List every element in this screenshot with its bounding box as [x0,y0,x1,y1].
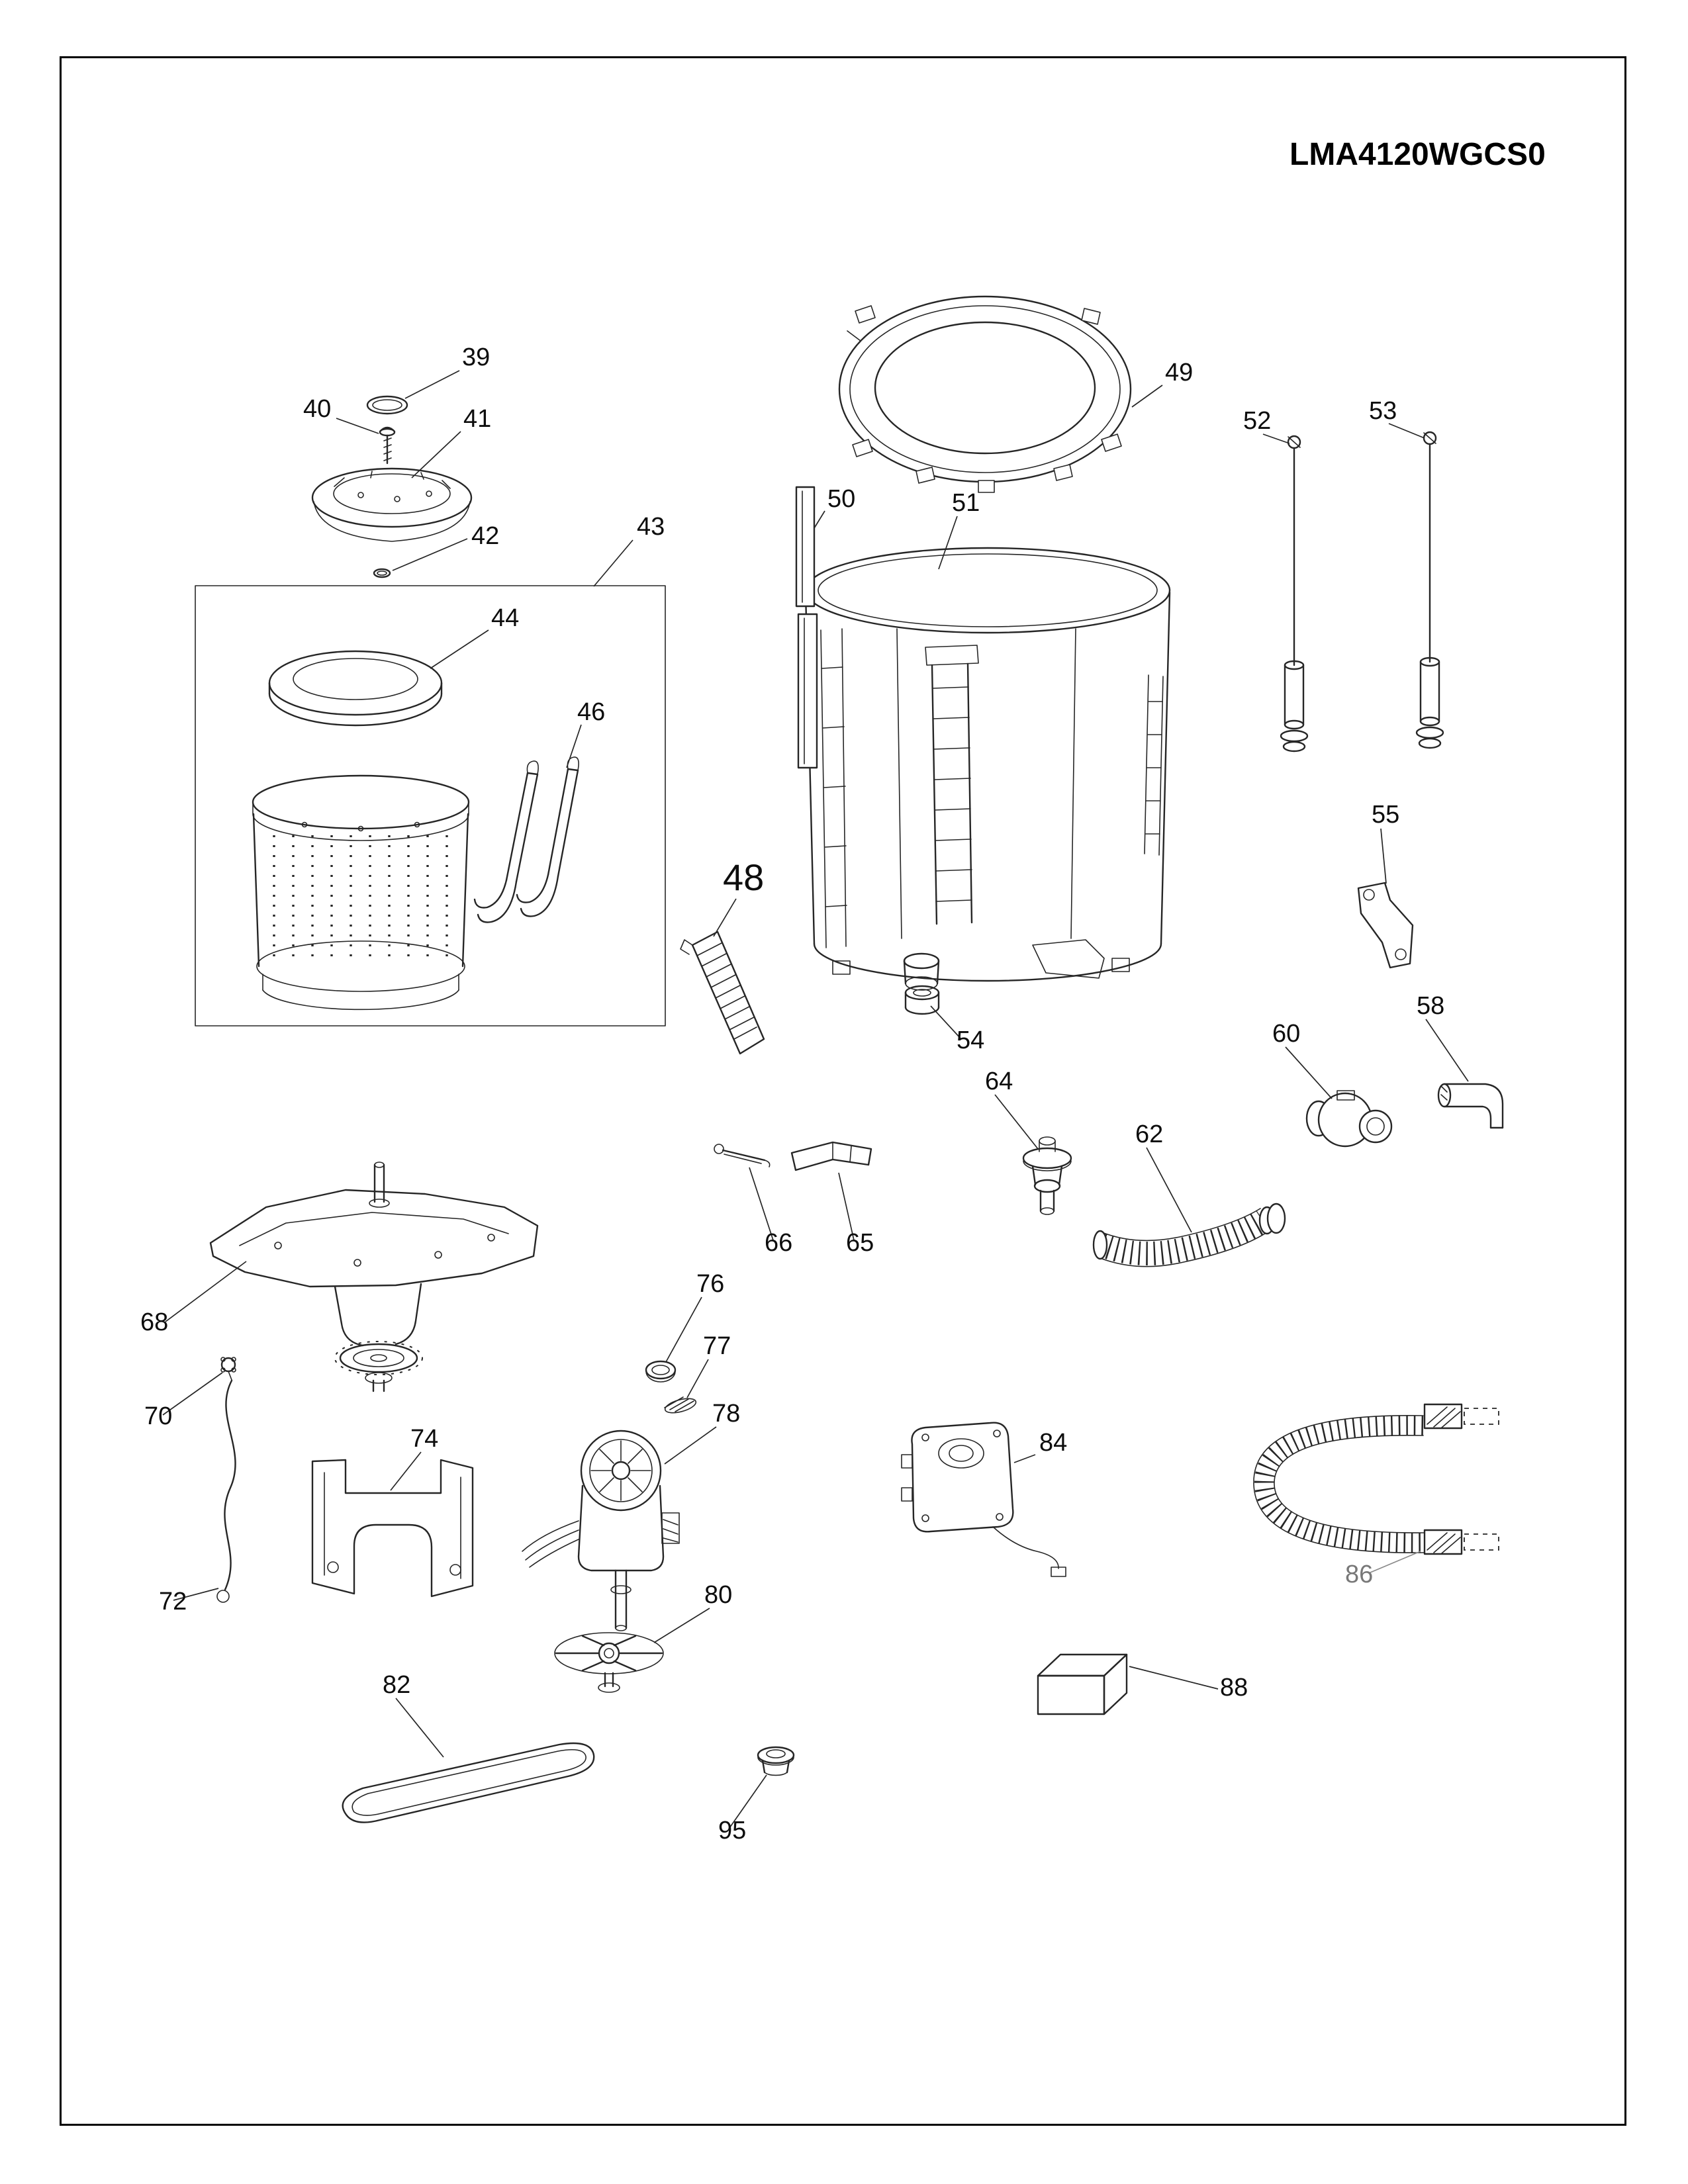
callout-68: 68 [140,1308,168,1336]
part-42-figure [373,538,468,578]
part-84-figure [901,1422,1066,1577]
part-72-figure [173,1379,236,1603]
callout-60: 60 [1272,1020,1300,1048]
part-43-figure [195,539,666,1026]
part-66-figure [714,1144,774,1241]
part-68-figure [165,1161,539,1392]
part-53-figure [1388,423,1444,749]
callout-49: 49 [1165,359,1193,387]
part-95-figure [729,1746,795,1829]
part-52-figure [1262,433,1309,752]
part-65-figure [790,1141,872,1241]
callout-80: 80 [704,1581,732,1609]
callout-72: 72 [159,1588,187,1615]
callout-70: 70 [144,1402,172,1430]
callout-55: 55 [1372,801,1399,829]
part-50-figure [795,486,825,769]
callout-53: 53 [1369,397,1397,425]
part-62-figure [1092,1147,1286,1267]
callout-44: 44 [491,604,519,632]
part-51-figure [804,516,1171,991]
callout-86: 86 [1345,1561,1373,1588]
callout-48: 48 [723,856,764,898]
callout-64: 64 [985,1068,1013,1095]
part-39-figure [366,370,460,415]
callout-74: 74 [410,1425,438,1453]
part-55-figure [1357,828,1414,969]
part-44-figure [268,629,489,727]
part-86-figure [1253,1403,1499,1573]
callout-52: 52 [1243,407,1271,435]
part-77-figure [664,1359,709,1414]
model-number: LMA4120WGCS0 [1289,137,1546,172]
inner-basket-figure [252,774,470,1011]
callout-51: 51 [952,489,980,517]
part-76-figure [645,1297,702,1383]
callout-84: 84 [1039,1429,1067,1457]
part-88-figure [1037,1653,1219,1715]
callout-66: 66 [765,1229,792,1257]
part-78-figure [522,1426,717,1631]
part-49-figure [838,295,1163,493]
part-60-figure [1285,1046,1393,1148]
part-40-figure [336,418,396,465]
part-64-figure [994,1094,1072,1215]
part-58-figure [1425,1019,1504,1129]
callout-41: 41 [463,405,491,433]
callout-54: 54 [957,1026,984,1054]
callout-82: 82 [383,1671,410,1699]
callout-42: 42 [471,522,499,550]
callout-78: 78 [712,1400,740,1428]
callout-39: 39 [462,343,490,371]
part-80-figure [554,1608,710,1693]
callout-77: 77 [703,1332,731,1360]
part-48-figure [680,898,765,1055]
callout-76: 76 [696,1270,724,1298]
part-82-figure [342,1698,595,1823]
part-41-figure [311,431,473,542]
page-border [60,56,1626,2126]
callout-88: 88 [1220,1674,1248,1702]
callout-50: 50 [827,485,855,513]
callout-95: 95 [718,1817,746,1844]
callout-40: 40 [303,395,331,423]
callout-62: 62 [1135,1120,1163,1148]
callout-65: 65 [846,1229,874,1257]
part-46-figure [473,724,582,923]
callout-58: 58 [1417,992,1444,1020]
part-54-figure [904,985,962,1040]
callout-46: 46 [577,698,605,726]
part-74-figure [311,1451,474,1598]
part-70-figure [162,1357,236,1416]
callout-43: 43 [637,513,665,541]
